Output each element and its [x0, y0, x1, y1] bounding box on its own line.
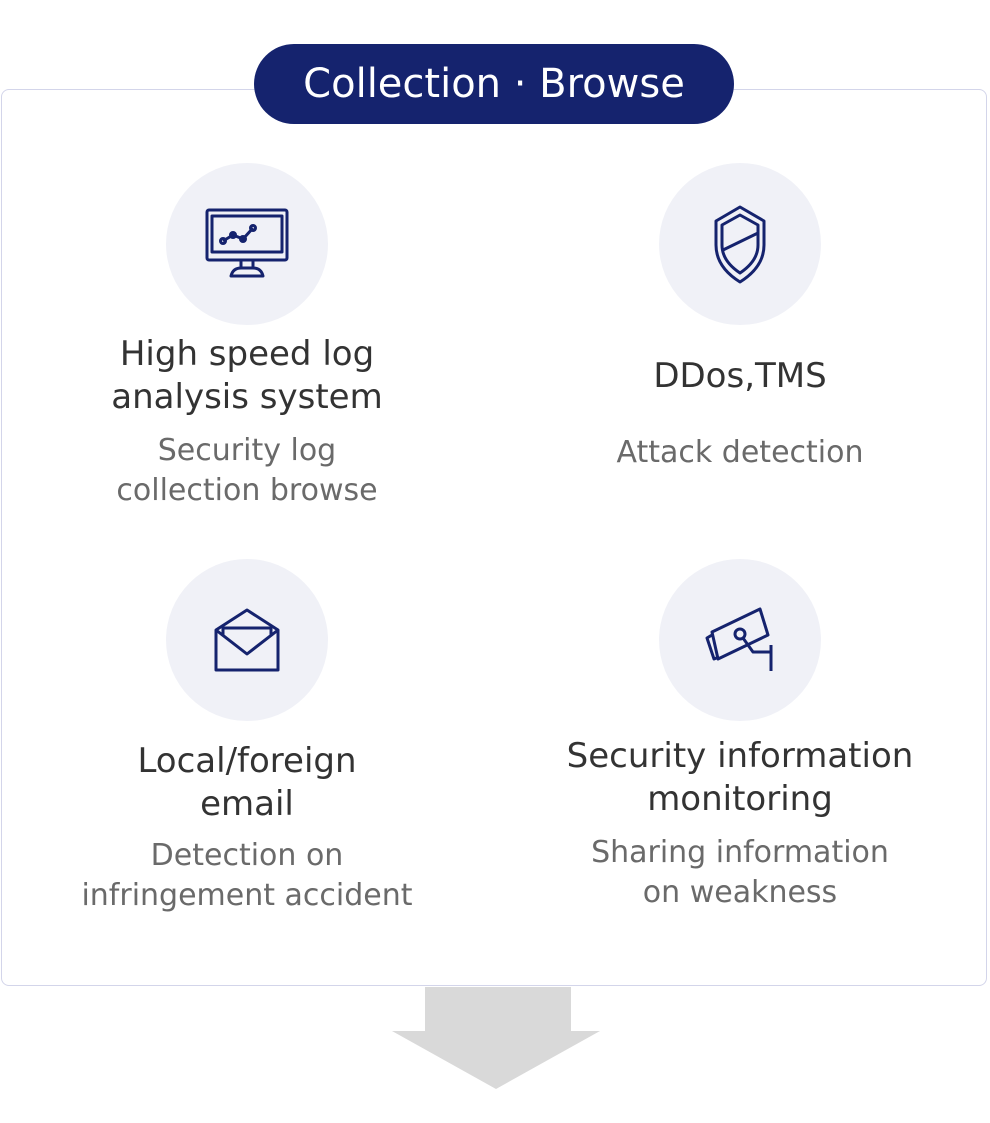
item-security-monitoring: Security information monitoring Sharing … — [505, 735, 975, 913]
item-subtitle: Sharing information on weakness — [591, 835, 889, 910]
item-ddos-tms: DDos,TMS Attack detection — [505, 355, 975, 473]
item-subtitle: Security log collection browse — [116, 433, 378, 508]
monitor-chart-icon-circle — [166, 163, 328, 325]
item-title: Security information monitoring — [566, 736, 914, 819]
cctv-camera-icon — [705, 607, 773, 671]
section-title: Collection · Browse — [303, 61, 685, 107]
monitor-chart-icon — [205, 208, 289, 278]
item-title: DDos,TMS — [653, 356, 827, 396]
item-subtitle: Attack detection — [616, 435, 864, 470]
item-title: High speed log analysis system — [111, 334, 383, 417]
item-subtitle: Detection on infringement accident — [81, 838, 413, 913]
shield-icon-circle — [659, 163, 821, 325]
section-title-badge: Collection · Browse — [254, 44, 734, 124]
shield-icon — [714, 205, 766, 284]
cctv-camera-icon-circle — [659, 559, 821, 721]
open-envelope-icon-circle — [166, 559, 328, 721]
item-high-speed-log: High speed log analysis system Security … — [12, 333, 482, 511]
open-envelope-icon — [214, 608, 280, 672]
down-arrow-icon — [392, 987, 600, 1089]
item-title: Local/foreign email — [137, 741, 357, 824]
item-local-foreign-email: Local/foreign email Detection on infring… — [12, 740, 482, 916]
